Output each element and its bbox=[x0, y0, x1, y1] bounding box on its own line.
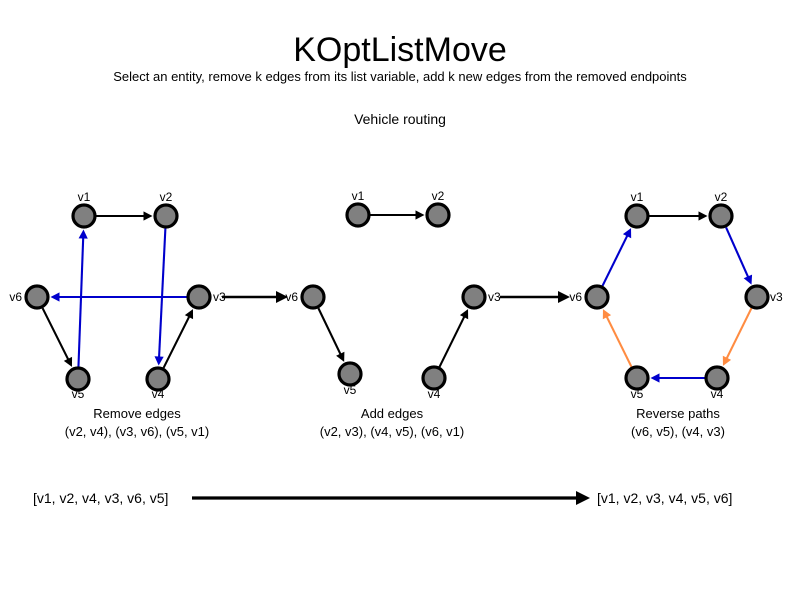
node-label-v3: v3 bbox=[488, 290, 501, 304]
after-list-text: [v1, v2, v3, v4, v5, v6] bbox=[597, 490, 732, 506]
panel-reverse-edge-v3-v4 bbox=[722, 307, 753, 366]
node-circle-v5[interactable] bbox=[65, 366, 91, 392]
node-label-v2: v2 bbox=[715, 190, 728, 204]
node-label-v5: v5 bbox=[344, 383, 357, 397]
before-list-text: [v1, v2, v4, v3, v6, v5] bbox=[33, 490, 168, 506]
footer-arrow bbox=[192, 491, 590, 505]
panel-add-edges bbox=[317, 210, 469, 368]
node-label-v4: v4 bbox=[428, 387, 441, 401]
node-circle-v5[interactable] bbox=[337, 361, 363, 387]
connector-remove-to-add bbox=[222, 291, 288, 303]
node-circle-v6[interactable] bbox=[300, 284, 326, 310]
node-label-v4: v4 bbox=[711, 387, 724, 401]
node-add-v5[interactable]: v5 bbox=[337, 361, 363, 397]
node-label-v4: v4 bbox=[152, 387, 165, 401]
node-circle-v3[interactable] bbox=[744, 284, 770, 310]
node-remove-v3[interactable]: v3 bbox=[186, 284, 226, 310]
panel-remove-edges bbox=[41, 211, 194, 369]
panel-add-edge-v4-v3 bbox=[438, 309, 469, 368]
panel-add-edge-v1-v2 bbox=[370, 210, 425, 220]
node-circle-v6[interactable] bbox=[584, 284, 610, 310]
node-reverse-v4[interactable]: v4 bbox=[704, 365, 730, 401]
node-label-v5: v5 bbox=[631, 387, 644, 401]
panel-remove-edge-v1-v2 bbox=[96, 211, 153, 221]
node-label-v1: v1 bbox=[78, 190, 91, 204]
node-add-v2[interactable]: v2 bbox=[425, 189, 451, 228]
panel-reverse-nodes: v1 v2 v6 v3 v5 v4 bbox=[569, 190, 783, 401]
node-label-v6: v6 bbox=[569, 290, 582, 304]
node-label-v6: v6 bbox=[285, 290, 298, 304]
page-subtitle: Select an entity, remove k edges from it… bbox=[113, 69, 687, 84]
panel-reverse-caption-title: Reverse paths bbox=[636, 406, 720, 421]
node-remove-v6[interactable]: v6 bbox=[9, 284, 50, 310]
connectors-layer bbox=[222, 291, 570, 303]
panel-reverse-edges bbox=[601, 211, 753, 383]
node-circle-v1[interactable] bbox=[71, 203, 97, 229]
node-reverse-v6[interactable]: v6 bbox=[569, 284, 610, 310]
footer-group: [v1, v2, v4, v3, v6, v5] [v1, v2, v3, v4… bbox=[33, 490, 732, 506]
node-label-v5: v5 bbox=[72, 387, 85, 401]
panel-add-caption-edges: (v2, v3), (v4, v5), (v6, v1) bbox=[320, 424, 464, 439]
node-circle-v1[interactable] bbox=[345, 202, 371, 228]
node-add-v3[interactable]: v3 bbox=[461, 284, 501, 310]
panel-add-nodes: v1 v2 v6 v3 v5 v4 bbox=[285, 189, 501, 401]
footer-transform-arrow bbox=[192, 491, 590, 505]
node-reverse-v5[interactable]: v5 bbox=[624, 365, 650, 401]
node-label-v3: v3 bbox=[213, 290, 226, 304]
node-label-v1: v1 bbox=[631, 190, 644, 204]
panel-remove-caption-edges: (v2, v4), (v3, v6), (v5, v1) bbox=[65, 424, 209, 439]
panel-remove-nodes: v1 v2 v6 v3 v5 v4 bbox=[9, 190, 226, 401]
panel-reverse-edge-v1-v2 bbox=[649, 211, 708, 221]
panel-reverse-edge-v5-v6 bbox=[602, 309, 633, 368]
panel-reverse-edge-v2-v3 bbox=[725, 226, 753, 285]
node-circle-v2[interactable] bbox=[425, 202, 451, 228]
panel-remove-edge-v4-v3 bbox=[162, 309, 194, 369]
node-circle-v6[interactable] bbox=[24, 284, 50, 310]
node-circle-v5[interactable] bbox=[624, 365, 650, 391]
node-circle-v3[interactable] bbox=[461, 284, 487, 310]
node-circle-v4[interactable] bbox=[145, 366, 171, 392]
node-circle-v4[interactable] bbox=[421, 365, 447, 391]
panel-reverse-caption-edges: (v6, v5), (v4, v3) bbox=[631, 424, 725, 439]
node-circle-v3[interactable] bbox=[186, 284, 212, 310]
section-label: Vehicle routing bbox=[354, 111, 446, 127]
panel-reverse-edge-v6-v1 bbox=[601, 228, 632, 287]
node-remove-v2[interactable]: v2 bbox=[153, 190, 179, 229]
node-label-v2: v2 bbox=[432, 189, 445, 203]
node-add-v1[interactable]: v1 bbox=[345, 189, 371, 228]
panel-remove-edge-v6-v5 bbox=[41, 307, 73, 367]
panel-remove-edge-v2-v4 bbox=[154, 228, 167, 366]
node-circle-v2[interactable] bbox=[153, 203, 179, 229]
panel-add-edge-v6-v5 bbox=[317, 307, 345, 362]
panel-remove-edge-v3-v6 bbox=[50, 292, 187, 302]
node-reverse-v3[interactable]: v3 bbox=[744, 284, 783, 310]
connector-add-to-reverse bbox=[500, 291, 570, 303]
node-label-v3: v3 bbox=[770, 290, 783, 304]
node-label-v6: v6 bbox=[9, 290, 22, 304]
panel-remove-edge-v5-v1 bbox=[77, 229, 88, 367]
node-add-v6[interactable]: v6 bbox=[285, 284, 326, 310]
node-circle-v4[interactable] bbox=[704, 365, 730, 391]
node-reverse-v1[interactable]: v1 bbox=[624, 190, 650, 229]
node-circle-v2[interactable] bbox=[708, 203, 734, 229]
node-remove-v5[interactable]: v5 bbox=[65, 366, 91, 401]
page-title: KOptListMove bbox=[293, 31, 507, 69]
node-label-v2: v2 bbox=[160, 190, 173, 204]
panel-add-caption-title: Add edges bbox=[361, 406, 424, 421]
node-reverse-v2[interactable]: v2 bbox=[708, 190, 734, 229]
node-remove-v1[interactable]: v1 bbox=[71, 190, 97, 229]
header-group: KOptListMove Select an entity, remove k … bbox=[113, 31, 687, 127]
panel-reverse-edge-v4-v5 bbox=[650, 373, 705, 383]
node-remove-v4[interactable]: v4 bbox=[145, 366, 171, 401]
node-add-v4[interactable]: v4 bbox=[421, 365, 447, 401]
panel-remove-caption-title: Remove edges bbox=[93, 406, 181, 421]
node-label-v1: v1 bbox=[352, 189, 365, 203]
node-circle-v1[interactable] bbox=[624, 203, 650, 229]
